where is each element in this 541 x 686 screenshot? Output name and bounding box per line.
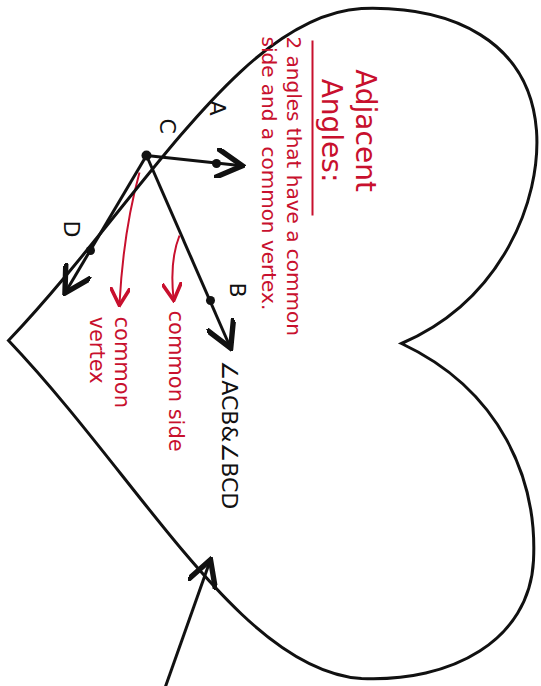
point-label: A bbox=[203, 100, 229, 115]
point-label: D bbox=[57, 220, 83, 237]
heading-text: Adjacent Angles: bbox=[313, 30, 381, 230]
angle-names: ∠ACB&∠BCD bbox=[215, 360, 241, 509]
annotation-text: common vertex bbox=[83, 316, 133, 426]
definition-text: 2 angles that have a common side and a c… bbox=[255, 36, 305, 356]
annotation-text: common side bbox=[162, 310, 187, 451]
point-label: C bbox=[153, 118, 179, 133]
point-label: B bbox=[223, 282, 249, 297]
